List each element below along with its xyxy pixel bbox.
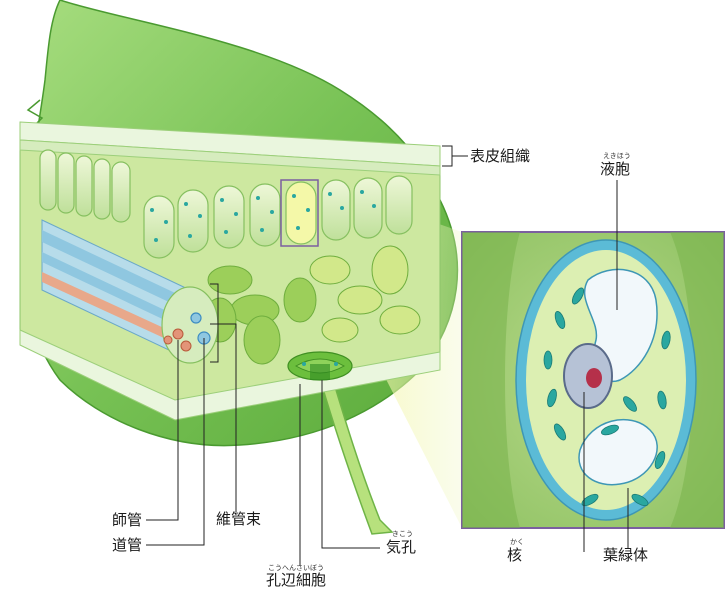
label-epidermis: 表皮組織 — [470, 147, 531, 165]
ruby-vacuole: えきほう — [603, 152, 631, 160]
vascular-bundle — [41, 219, 219, 364]
ruby-guard-cell: こうへんさいぼう — [268, 564, 324, 572]
ruby-stoma: きこう — [392, 530, 413, 538]
lower-epidermis — [19, 329, 441, 421]
nucleolus — [586, 368, 602, 388]
label-phloem: 師管 — [112, 511, 143, 529]
label-guard-cell: 孔辺細胞 — [266, 571, 327, 589]
upper-epidermis — [19, 121, 441, 176]
label-xylem: 道管 — [112, 536, 143, 554]
chloroplasts — [543, 287, 671, 507]
label-vascular-bundle: 維管束 — [216, 510, 262, 528]
stoma-guard-cells — [287, 351, 353, 381]
leaf-midrib — [317, 369, 394, 535]
label-stoma: 気孔 — [386, 538, 417, 556]
vacuole-lower — [578, 418, 658, 486]
palisade-chloroplasts — [150, 190, 376, 242]
ruby-nucleus: かく — [510, 538, 524, 546]
label-chloroplast: 葉緑体 — [603, 546, 649, 564]
label-nucleus: 核 — [507, 546, 523, 564]
zoom-box — [461, 231, 725, 529]
label-vacuole: 液胞 — [600, 160, 631, 178]
leader-lines — [146, 145, 629, 566]
zoom-selection-frame — [280, 179, 319, 247]
